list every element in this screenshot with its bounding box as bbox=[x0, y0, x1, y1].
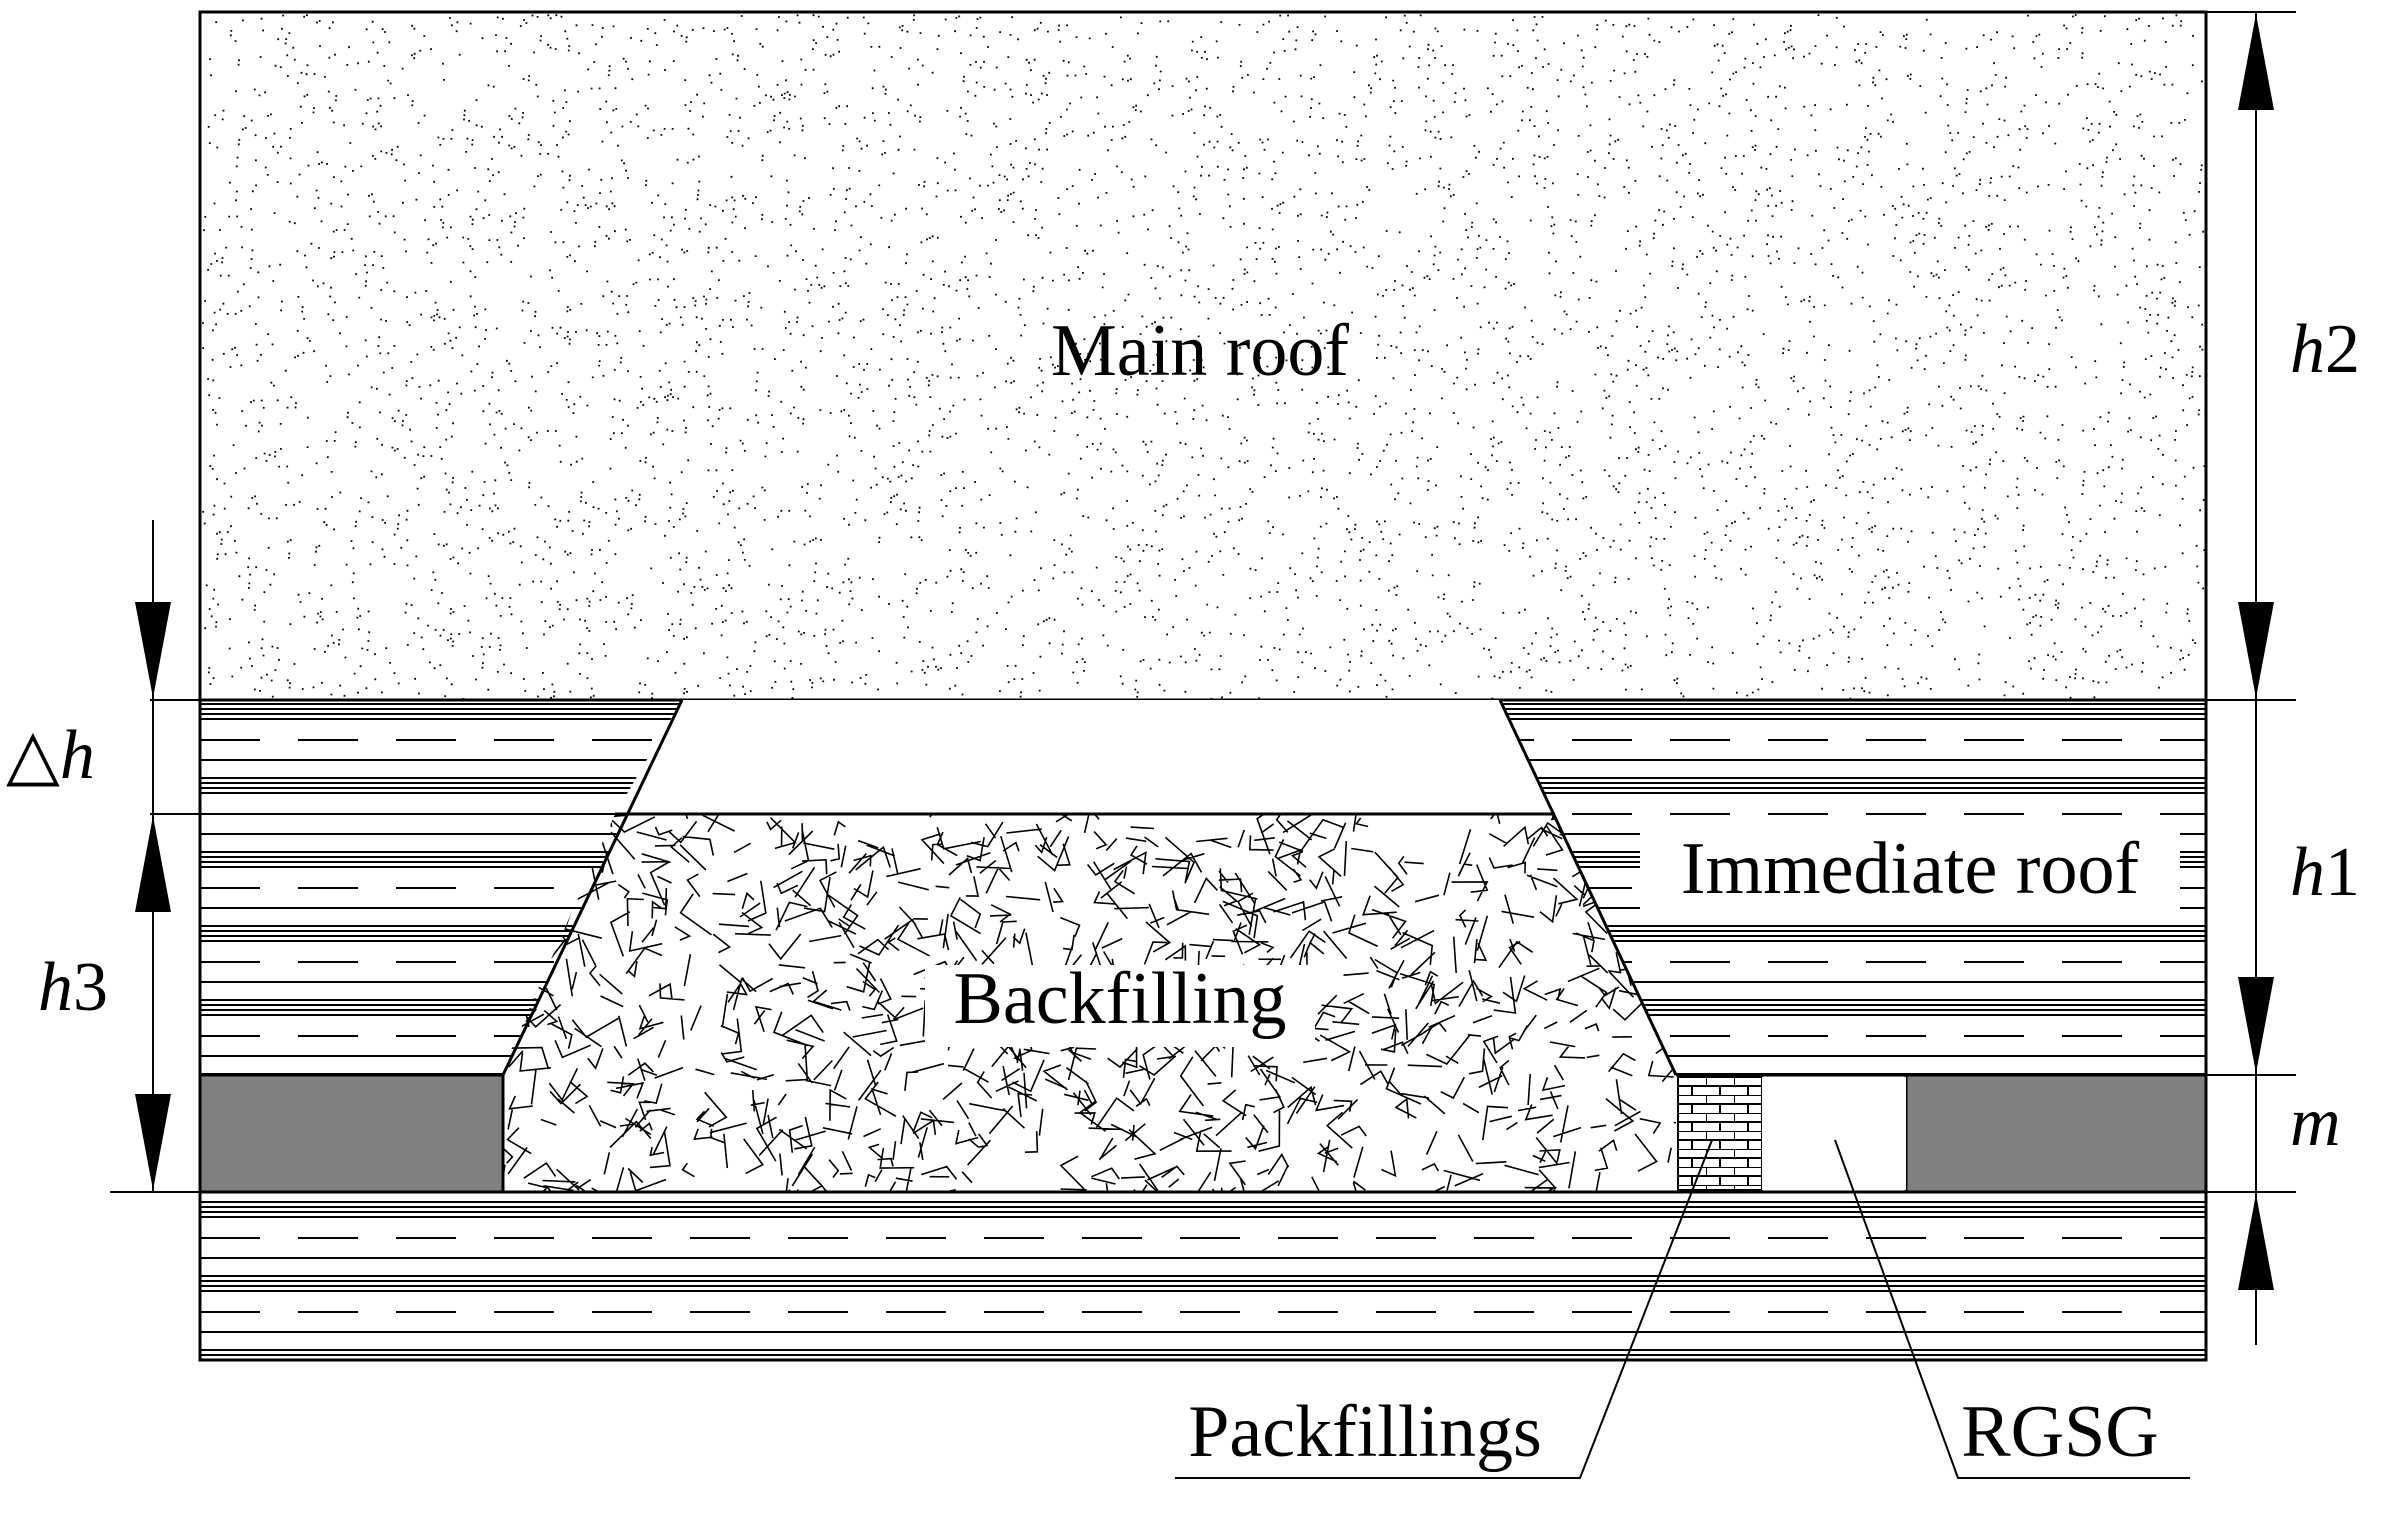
arrow-m-bottom bbox=[2238, 1194, 2274, 1290]
coal-seam-left bbox=[198, 1073, 505, 1194]
immediate-roof-label: Immediate roof bbox=[1681, 828, 2140, 910]
packfillings-block bbox=[1677, 1076, 1763, 1191]
section-frame bbox=[198, 10, 2208, 1362]
dim-h2: h2 bbox=[2290, 311, 2360, 388]
arrow-delta-h-down bbox=[135, 602, 171, 698]
coal-seam-right bbox=[1904, 1073, 2208, 1194]
rgsg-leader bbox=[1834, 1139, 2190, 1479]
packfillings-leader bbox=[1175, 1139, 1713, 1479]
backfilling-label: Backfilling bbox=[954, 958, 1287, 1040]
dim-h1: h1 bbox=[2290, 834, 2360, 911]
packfillings-label: Packfillings bbox=[1188, 1391, 1542, 1473]
dim-delta-h: △h bbox=[6, 717, 95, 794]
rgsg-label: RGSG bbox=[1961, 1391, 2158, 1473]
arrow-h2-top bbox=[2238, 14, 2274, 110]
backfilling-label-bg bbox=[925, 965, 1315, 1047]
arrow-h1-bottom bbox=[2238, 977, 2274, 1073]
arrow-h3-top bbox=[135, 816, 171, 912]
dim-m: m bbox=[2290, 1084, 2341, 1161]
rgsg-roadway bbox=[1762, 1077, 1906, 1190]
goaf-void bbox=[615, 700, 1555, 814]
main-roof-label: Main roof bbox=[1051, 310, 1349, 392]
dim-h3: h3 bbox=[38, 949, 108, 1026]
arrow-h3-bottom bbox=[135, 1094, 171, 1190]
immediate-roof-label-bg bbox=[1640, 828, 2180, 912]
arrow-h2-bottom bbox=[2238, 602, 2274, 698]
